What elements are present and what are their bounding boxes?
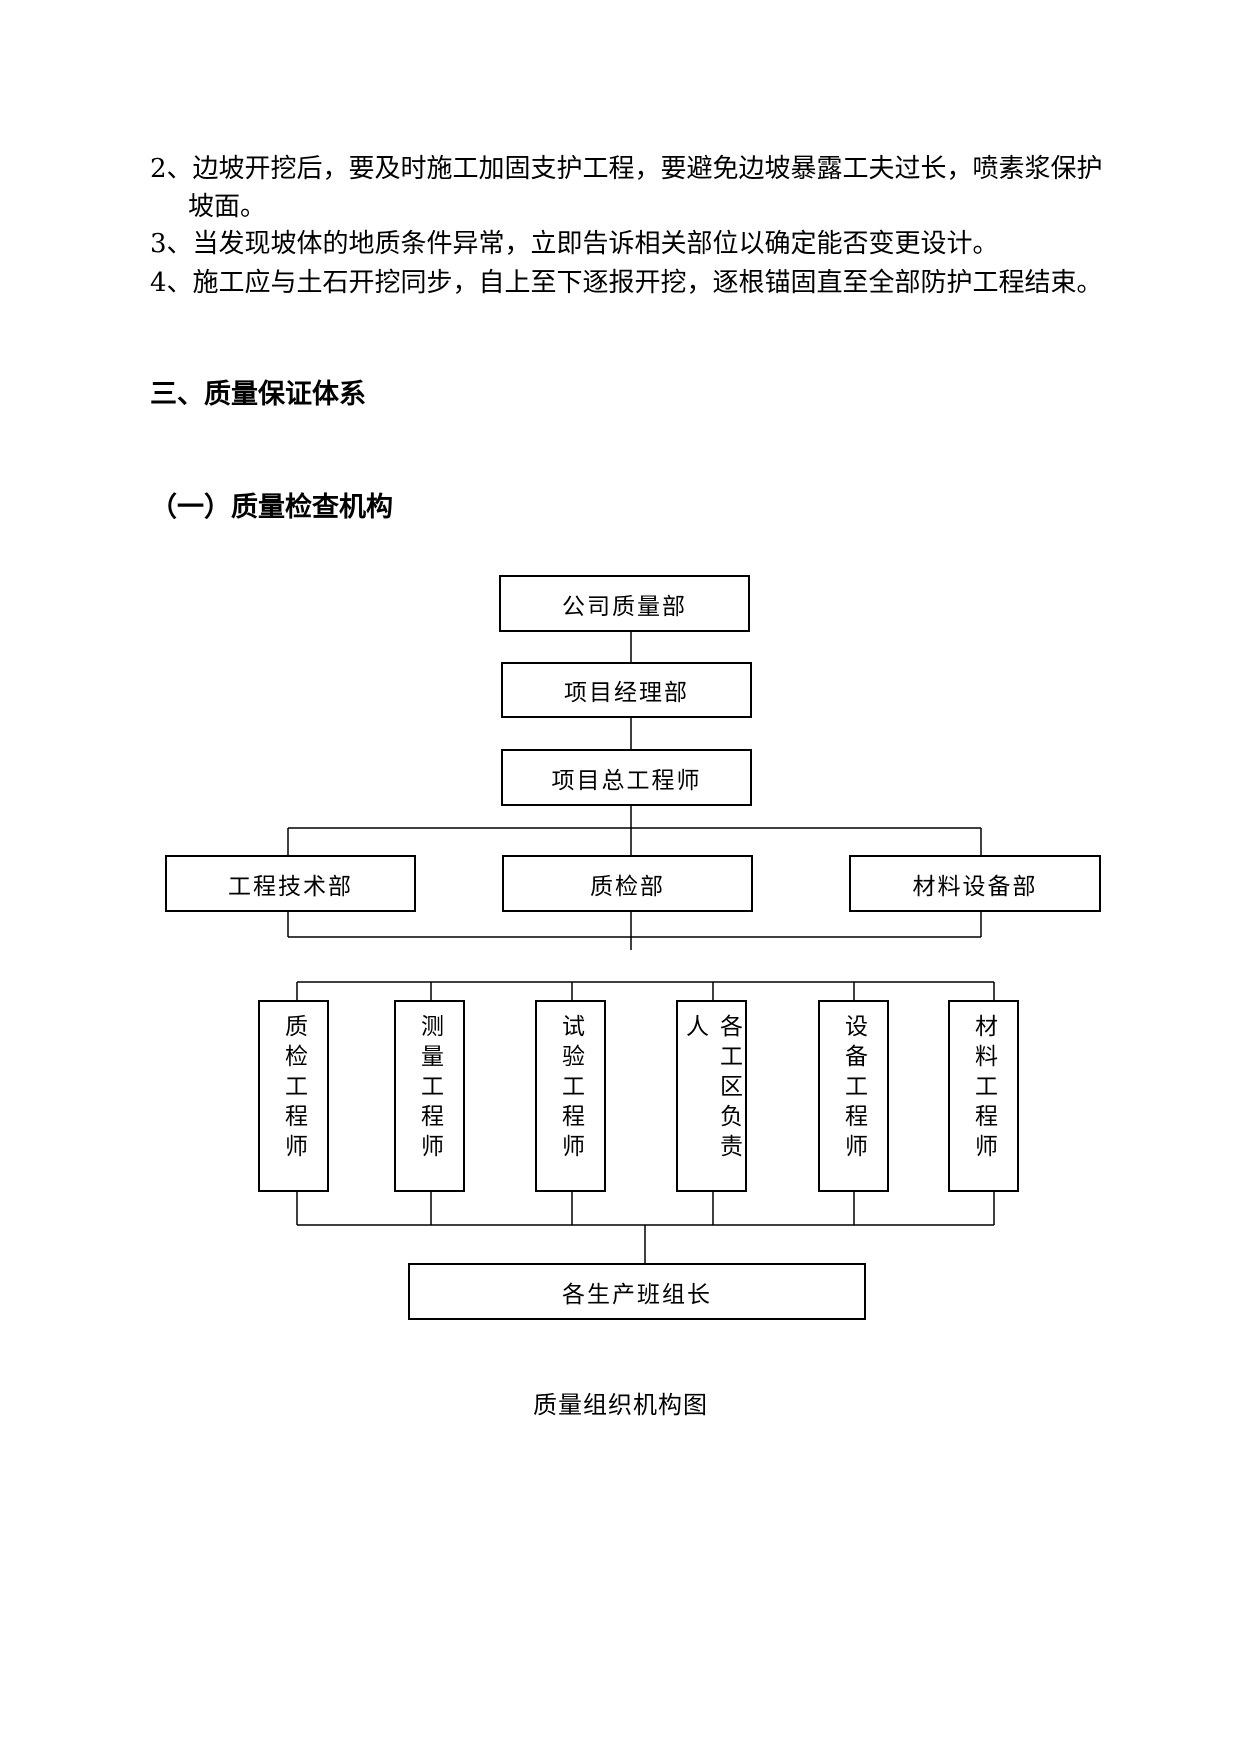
box-role-equipment-engineer: 设备工程师 (818, 1000, 889, 1192)
box-company-quality-dept: 公司质量部 (499, 575, 750, 632)
box-dept-engineering-label: 工程技术部 (228, 873, 353, 900)
box-role-survey-engineer-label: 测量工程师 (416, 1014, 443, 1164)
chart-caption: 质量组织机构图 (533, 1391, 708, 1419)
box-role-work-area-leader: 各工区负责人 (676, 1000, 747, 1192)
box-company-quality-dept-label: 公司质量部 (562, 593, 687, 620)
box-production-team-leaders: 各生产班组长 (408, 1263, 866, 1320)
box-role-quality-engineer-label: 质检工程师 (280, 1014, 307, 1164)
box-dept-quality-inspection-label: 质检部 (590, 873, 665, 900)
box-role-work-area-leader-label: 各工区负责人 (681, 1014, 742, 1164)
box-dept-engineering: 工程技术部 (165, 855, 416, 912)
box-role-materials-engineer-label: 材料工程师 (970, 1014, 997, 1164)
box-role-test-engineer: 试验工程师 (535, 1000, 606, 1192)
box-dept-materials-equipment-label: 材料设备部 (912, 873, 1038, 900)
box-project-manager-dept-label: 项目经理部 (564, 680, 689, 706)
box-chief-engineer-label: 项目总工程师 (551, 767, 702, 794)
paragraph-3: 3、当发现坡体的地质条件异常，立即告诉相关部位以确定能否变更设计。 (150, 229, 999, 259)
box-role-survey-engineer: 测量工程师 (394, 1000, 465, 1192)
box-chief-engineer: 项目总工程师 (501, 749, 752, 806)
box-dept-quality-inspection: 质检部 (502, 855, 753, 912)
box-dept-materials-equipment: 材料设备部 (849, 855, 1101, 912)
box-project-manager-dept: 项目经理部 (501, 662, 752, 718)
box-role-test-engineer-label: 试验工程师 (557, 1014, 584, 1164)
subsection-title: （一）质量检查机构 (150, 492, 393, 523)
box-role-quality-engineer: 质检工程师 (258, 1000, 329, 1192)
box-role-materials-engineer: 材料工程师 (948, 1000, 1019, 1192)
paragraph-4: 4、施工应与土石开挖同步，自上至下逐报开挖，逐根锚固直至全部防护工程结束。 (150, 268, 1103, 298)
box-production-team-leaders-label: 各生产班组长 (562, 1281, 712, 1308)
box-role-equipment-engineer-label: 设备工程师 (840, 1014, 867, 1164)
paragraph-2-line2: 坡面。 (188, 192, 267, 222)
section-title: 三、质量保证体系 (150, 379, 366, 410)
paragraph-2-line1: 2、边坡开挖后，要及时施工加固支护工程，要避免边坡暴露工夫过长，喷素浆保护 (150, 154, 1103, 184)
